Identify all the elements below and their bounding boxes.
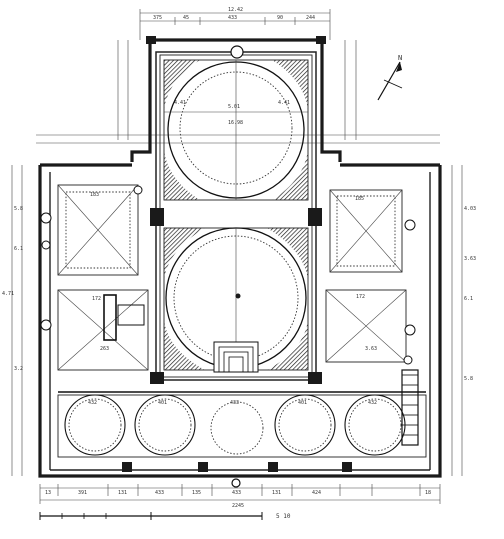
north-arrow: N bbox=[377, 54, 402, 101]
left-dim: 6.1 bbox=[14, 246, 23, 252]
scale-bar: 5 10 bbox=[39, 512, 291, 520]
cell-label: 401 bbox=[158, 400, 167, 406]
room-label: 185 bbox=[355, 196, 364, 202]
room-label: 4.41 bbox=[174, 100, 186, 106]
right-dim: 5.8 bbox=[464, 376, 473, 382]
cell-label: 432 bbox=[88, 400, 97, 406]
room-label: 3.63 bbox=[365, 346, 377, 352]
outer-walls bbox=[38, 36, 442, 478]
top-dimension-chain: 12.42 375 45 433 90 244 bbox=[36, 7, 440, 144]
bottom-segment-dim: 18 bbox=[425, 490, 431, 496]
cell-label: 401 bbox=[298, 400, 307, 406]
bottom-segment-dim: 131 bbox=[272, 490, 281, 496]
right-dimension-chain: 4.03 3.63 6.1 5.8 bbox=[451, 165, 476, 476]
left-dim: 3.2 bbox=[14, 366, 23, 372]
left-dimension-chain: 5.8 6.1 4.71 3.2 bbox=[2, 165, 23, 476]
room-label: 4.41 bbox=[278, 100, 290, 106]
room-label: 5.01 bbox=[228, 104, 240, 110]
bottom-segment-dim: 135 bbox=[192, 490, 201, 496]
bottom-segment-dim: 424 bbox=[312, 490, 321, 496]
top-segment-dim: 45 bbox=[183, 15, 189, 21]
scale-label: 5 10 bbox=[276, 513, 291, 520]
cell-label: 432 bbox=[368, 400, 377, 406]
room-label: 183 bbox=[90, 192, 99, 198]
top-overall-dim: 12.42 bbox=[228, 7, 243, 13]
right-dim: 3.63 bbox=[464, 256, 476, 262]
cell-label: 433 bbox=[230, 400, 239, 406]
bottom-segment-dim: 433 bbox=[232, 490, 241, 496]
bottom-segment-dim: 433 bbox=[155, 490, 164, 496]
upper-dome-bay bbox=[163, 45, 309, 201]
right-dim: 6.1 bbox=[464, 296, 473, 302]
room-label: 16.98 bbox=[228, 120, 243, 126]
left-dim: 5.8 bbox=[14, 206, 23, 212]
top-segment-dim: 433 bbox=[228, 15, 237, 21]
top-segment-dim: 244 bbox=[306, 15, 315, 21]
bottom-dimension-chain: 13 391 131 433 135 433 131 424 18 2245 bbox=[39, 484, 441, 509]
room-label: 172 bbox=[92, 296, 101, 302]
bottom-overall-dim: 2245 bbox=[232, 503, 244, 509]
north-label: N bbox=[398, 54, 402, 62]
left-dim: 4.71 bbox=[2, 291, 14, 297]
right-dim: 4.03 bbox=[464, 206, 476, 212]
portico-bays bbox=[57, 369, 427, 488]
room-label: 172 bbox=[356, 294, 365, 300]
top-segment-dim: 375 bbox=[153, 15, 162, 21]
staircase bbox=[401, 369, 419, 446]
bottom-segment-dim: 131 bbox=[118, 490, 127, 496]
room-labels: 183 172 185 172 263 4.41 5.01 16.98 4.41… bbox=[90, 100, 377, 352]
room-label: 263 bbox=[100, 346, 109, 352]
bottom-segment-dim: 391 bbox=[78, 490, 87, 496]
top-segment-dim: 90 bbox=[277, 15, 283, 21]
main-dome-bay bbox=[150, 208, 322, 384]
bottom-segment-dim: 13 bbox=[45, 490, 51, 496]
portico-labels: 432 401 433 401 432 bbox=[88, 400, 377, 406]
right-wing-rooms bbox=[325, 189, 416, 365]
left-wing-rooms bbox=[40, 184, 149, 371]
